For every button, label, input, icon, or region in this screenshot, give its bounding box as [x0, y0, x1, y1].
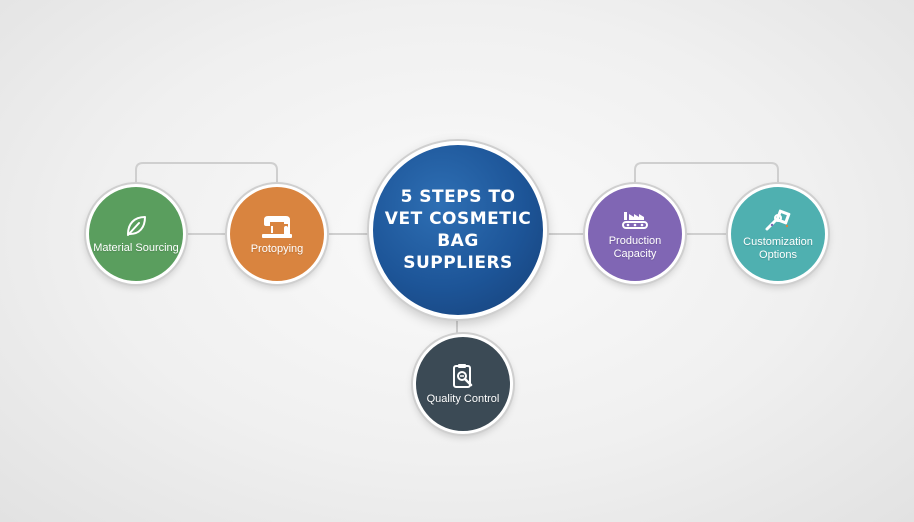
step-quality-control: Quality Control	[413, 334, 513, 434]
step-customization-options: Customization Options	[728, 184, 828, 284]
clipboard-magnifier-icon	[451, 362, 475, 390]
step-label: Material Sourcing	[93, 242, 179, 254]
tools-icon	[763, 207, 793, 233]
connector-right-bracket	[634, 162, 779, 184]
step-production-capacity: Production Capacity	[585, 184, 685, 284]
step-material-sourcing: Material Sourcing	[86, 184, 186, 284]
factory-conveyor-icon	[620, 208, 650, 232]
step-label: Protopying	[250, 243, 304, 255]
step-label: Production Capacity	[608, 234, 662, 260]
step-prototyping: Protopying	[227, 184, 327, 284]
diagram-title: 5 Steps to Vet Cosmetic Bag Suppliers	[384, 187, 532, 273]
step-label: Customization Options	[743, 235, 813, 261]
connector-left-bracket	[135, 162, 278, 184]
sewing-machine-icon	[260, 212, 294, 240]
step-label: Quality Control	[426, 393, 500, 405]
leaf-icon	[123, 213, 149, 239]
center-title-circle: 5 Steps to Vet Cosmetic Bag Suppliers	[369, 141, 547, 319]
